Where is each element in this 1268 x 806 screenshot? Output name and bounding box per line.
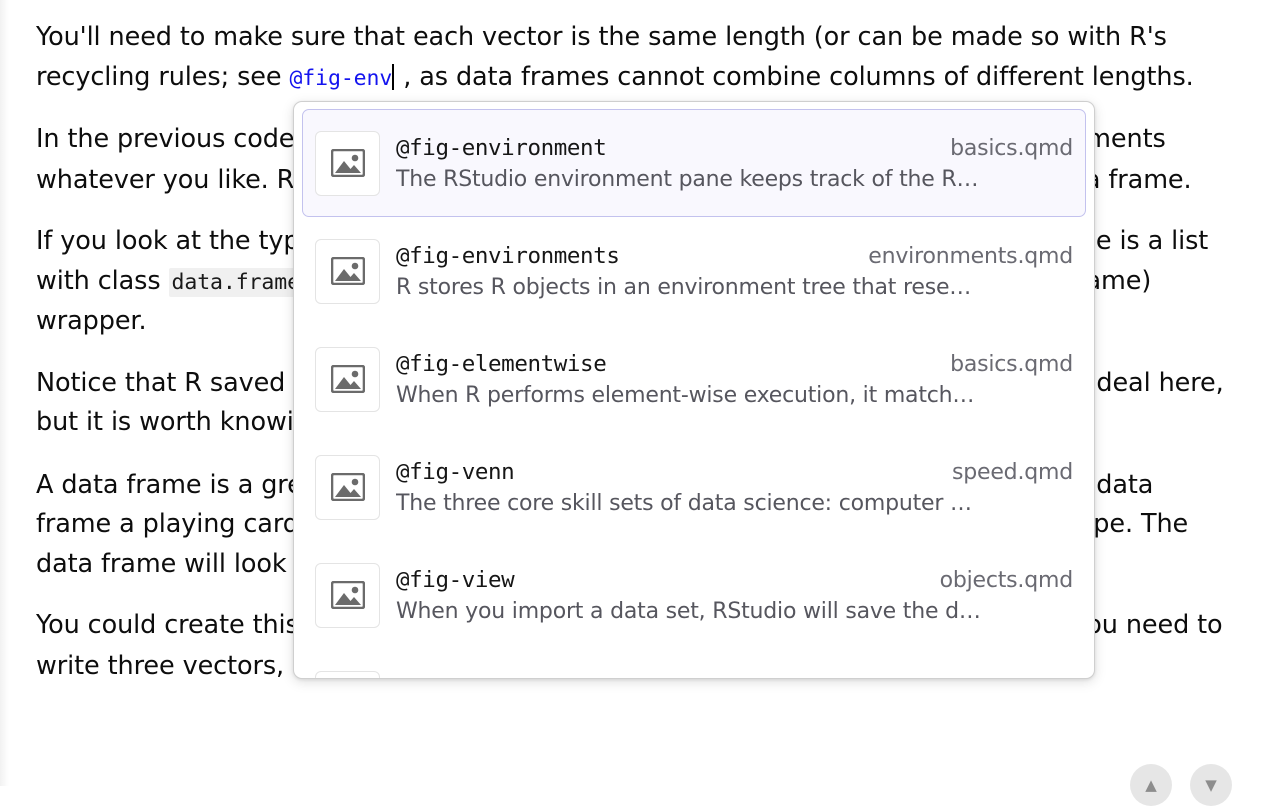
autocomplete-item-body: @fig-environments environments.qmd R store… (396, 243, 1073, 300)
autocomplete-item-id: @fig-environment (396, 134, 607, 161)
autocomplete-item-description: When R performs element-wise execution, … (396, 382, 975, 408)
autocomplete-item-id: @fig-elementwise (396, 350, 607, 377)
autocomplete-item-id: @fig-view (396, 566, 515, 593)
autocomplete-item-description: When you import a data set, RStudio will… (396, 598, 981, 624)
autocomplete-item-filename: basics.qmd (950, 351, 1073, 377)
autocomplete-item-header: @fig-environments environments.qmd (396, 243, 1073, 269)
image-placeholder-icon (315, 454, 380, 520)
autocomplete-item-id: @fig-venn (396, 458, 515, 485)
autocomplete-item-filename: environments.qmd (868, 243, 1073, 269)
image-placeholder-icon (315, 670, 380, 678)
image-placeholder-icon (315, 130, 380, 196)
floating-action-buttons[interactable]: ▲ ▼ (1130, 764, 1232, 806)
autocomplete-item-header: @fig-elementwise basics.qmd (396, 351, 1073, 377)
autocomplete-item-description: R stores R objects in an environment tre… (396, 274, 972, 300)
autocomplete-item[interactable]: @fig-… (302, 649, 1086, 678)
paragraph-text: , as data frames cannot combine columns … (395, 61, 1194, 92)
autocomplete-item-header: @fig-view objects.qmd (396, 567, 1073, 593)
left-gutter-shading (0, 0, 9, 786)
image-placeholder-icon (315, 562, 380, 628)
image-placeholder-icon (315, 238, 380, 304)
autocomplete-item-filename: speed.qmd (951, 459, 1073, 485)
inline-code-span: data.frame (168, 267, 303, 297)
autocomplete-item[interactable]: @fig-environments environments.qmd R store… (302, 217, 1086, 325)
autocomplete-item-filename: objects.qmd (939, 567, 1074, 593)
autocomplete-item-header: @fig-environment basics.qmd (396, 135, 1073, 161)
paragraph-text: You'll need to make sure that each vecto… (36, 22, 1167, 92)
autocomplete-item-id: @fig-environments (396, 242, 620, 269)
autocomplete-item-header: @fig-venn speed.qmd (396, 459, 1073, 485)
text-cursor (392, 63, 395, 90)
chevron-down-icon[interactable]: ▼ (1190, 764, 1232, 806)
autocomplete-item-description: The RStudio environment pane keeps track… (396, 166, 979, 192)
chevron-up-icon[interactable]: ▲ (1130, 764, 1172, 806)
paragraph: You'll need to make sure that each vecto… (36, 18, 1232, 98)
image-placeholder-icon (315, 346, 380, 412)
crossref-token[interactable]: @fig-env (289, 65, 393, 91)
autocomplete-item-description: The three core skill sets of data scienc… (396, 490, 972, 516)
autocomplete-item-filename: basics.qmd (950, 135, 1073, 161)
